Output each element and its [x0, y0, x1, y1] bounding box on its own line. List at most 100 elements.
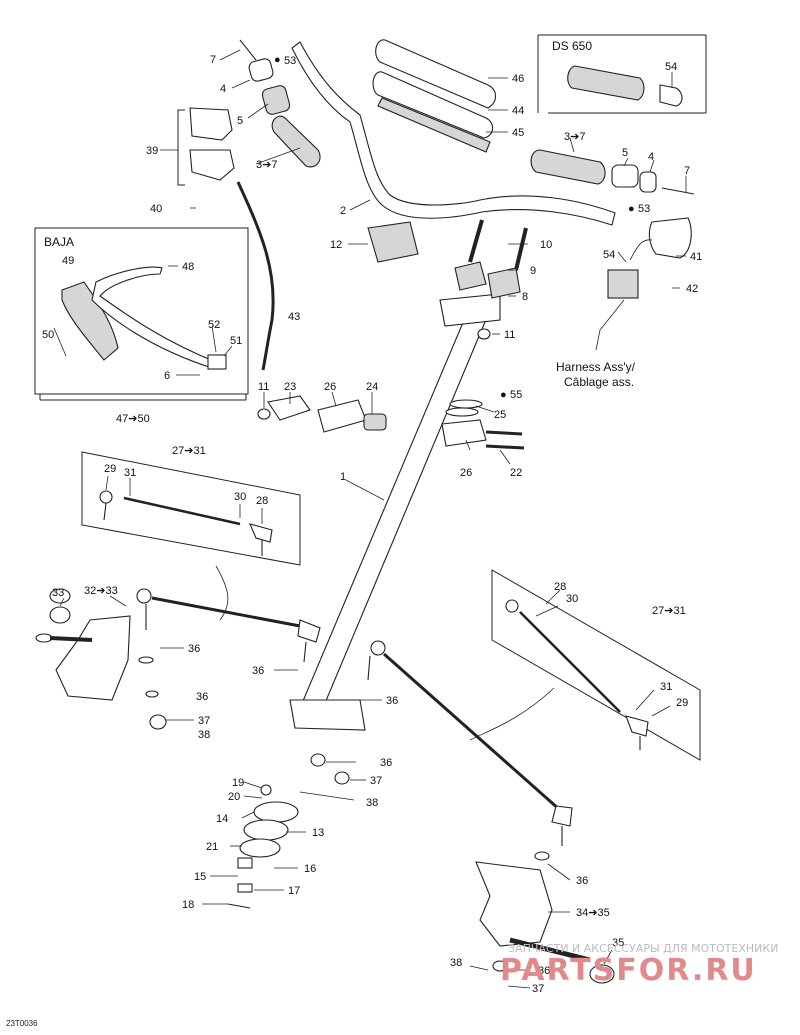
- baja-handguard: [61, 266, 227, 370]
- callout-37: 37: [532, 983, 544, 995]
- steering-column: [289, 293, 501, 731]
- callout-27-31: 27➔31: [172, 445, 206, 457]
- callout-55: 55: [510, 389, 522, 401]
- callout-5: 5: [622, 147, 628, 159]
- callout-29: 29: [676, 697, 688, 709]
- switch-housing: [189, 107, 235, 181]
- callout-7: 7: [210, 54, 216, 66]
- callout-36: 36: [188, 643, 200, 655]
- tierod-assembled-left: [136, 588, 321, 663]
- callout-7: 7: [684, 165, 690, 177]
- callout-30: 30: [566, 593, 578, 605]
- left-grip-parts: [239, 39, 321, 168]
- harness-label-line2: Câblage ass.: [564, 375, 634, 389]
- handlebar-pad-45: [377, 97, 491, 153]
- handlebar-pad-46: [375, 39, 497, 109]
- callout-40: 40: [150, 203, 162, 215]
- baja-bracket-line: [39, 394, 247, 401]
- callout-10: 10: [540, 239, 552, 251]
- right-grip-parts: [530, 149, 695, 195]
- callout-35: 35: [612, 937, 624, 949]
- callout-22: 22: [510, 467, 522, 479]
- harness-label-line1: Harness Ass'y/: [556, 360, 636, 374]
- callout-30: 30: [234, 491, 246, 503]
- callout-28: 28: [256, 495, 268, 507]
- handlebar: [291, 41, 616, 226]
- baja-title: BAJA: [44, 235, 74, 249]
- callout-39: 39: [146, 145, 158, 157]
- throttle-housing: [595, 217, 692, 351]
- callout-5: 5: [237, 115, 243, 127]
- callout-36: 36: [380, 757, 392, 769]
- callout-8: 8: [522, 291, 528, 303]
- ds650-title: DS 650: [552, 39, 592, 53]
- callout-41: 41: [690, 251, 702, 263]
- callout-26: 26: [324, 381, 336, 393]
- drop-icon: ●: [274, 54, 281, 66]
- callout-9: 9: [530, 265, 536, 277]
- tierod-assembled-right: [367, 640, 573, 846]
- callout-38: 38: [198, 729, 210, 741]
- tierod-box-left: [81, 451, 301, 566]
- lower-column-bearing: [227, 784, 299, 909]
- callout-36: 36: [576, 875, 588, 887]
- callout-33: 33: [52, 587, 64, 599]
- callout-43: 43: [288, 311, 300, 323]
- baja-box: [34, 227, 249, 395]
- support-bracket: [267, 395, 525, 450]
- clamp-bolts: [454, 219, 528, 299]
- watermark-big: PARTSFOR.RU: [500, 953, 757, 988]
- callout-2: 2: [340, 205, 346, 217]
- nuts-washers: [49, 328, 550, 972]
- callout-36: 36: [252, 665, 264, 677]
- tierod-right-detail: [505, 599, 649, 750]
- steering-knuckle-left: [35, 606, 131, 701]
- callout-19: 19: [232, 777, 244, 789]
- drawing-code: 23T0036: [6, 1019, 38, 1028]
- callout-53: 53: [638, 203, 650, 215]
- ds650-frame: [537, 34, 707, 114]
- callout-11: 11: [258, 381, 269, 393]
- callout-28: 28: [554, 581, 566, 593]
- callout-25: 25: [494, 409, 506, 421]
- callout-29: 29: [104, 463, 116, 475]
- callout-20: 20: [228, 791, 240, 803]
- callout-52: 52: [208, 319, 220, 331]
- callout-54: 54: [603, 249, 615, 261]
- callout-27-31: 27➔31: [652, 605, 686, 617]
- drop-icon: ●: [500, 389, 507, 401]
- callout-18: 18: [182, 899, 194, 911]
- callout-37: 37: [198, 715, 210, 727]
- callout-31: 31: [660, 681, 672, 693]
- callout-15: 15: [194, 871, 206, 883]
- tierod-left-detail: [99, 490, 273, 556]
- callout-38: 38: [366, 797, 378, 809]
- callout-12: 12: [330, 239, 342, 251]
- callout-42: 42: [686, 283, 698, 295]
- callout-4: 4: [648, 151, 654, 163]
- callout-17: 17: [288, 885, 300, 897]
- watermark-small: ЗАПЧАСТИ И АКСЕССУАРЫ ДЛЯ МОТОТЕХНИКИ: [508, 942, 778, 955]
- callout-11: 11: [504, 329, 515, 341]
- callout-24: 24: [366, 381, 378, 393]
- callout-36: 36: [196, 691, 208, 703]
- callout-36: 36: [538, 965, 550, 977]
- drop-icon: ●: [628, 203, 635, 215]
- callout-36: 36: [386, 695, 398, 707]
- callout-46: 46: [512, 73, 524, 85]
- callout-50: 50: [42, 329, 54, 341]
- cover-12: [367, 221, 419, 263]
- callout-53: 53: [284, 55, 296, 67]
- callout-26: 26: [460, 467, 472, 479]
- callout-44: 44: [512, 105, 524, 117]
- callout-49: 49: [62, 255, 74, 267]
- callout-21: 21: [206, 841, 218, 853]
- callout-38: 38: [450, 957, 462, 969]
- callout-6: 6: [164, 370, 170, 382]
- callout-1: 1: [340, 471, 346, 483]
- leader-lines: [53, 49, 687, 989]
- callout-48: 48: [182, 261, 194, 273]
- callout-labels: 7 ● 53 4 5 39 3➔7 46 44 45 54 3➔7 5 4 7 …: [42, 54, 702, 995]
- tierod-box-right: [491, 569, 701, 761]
